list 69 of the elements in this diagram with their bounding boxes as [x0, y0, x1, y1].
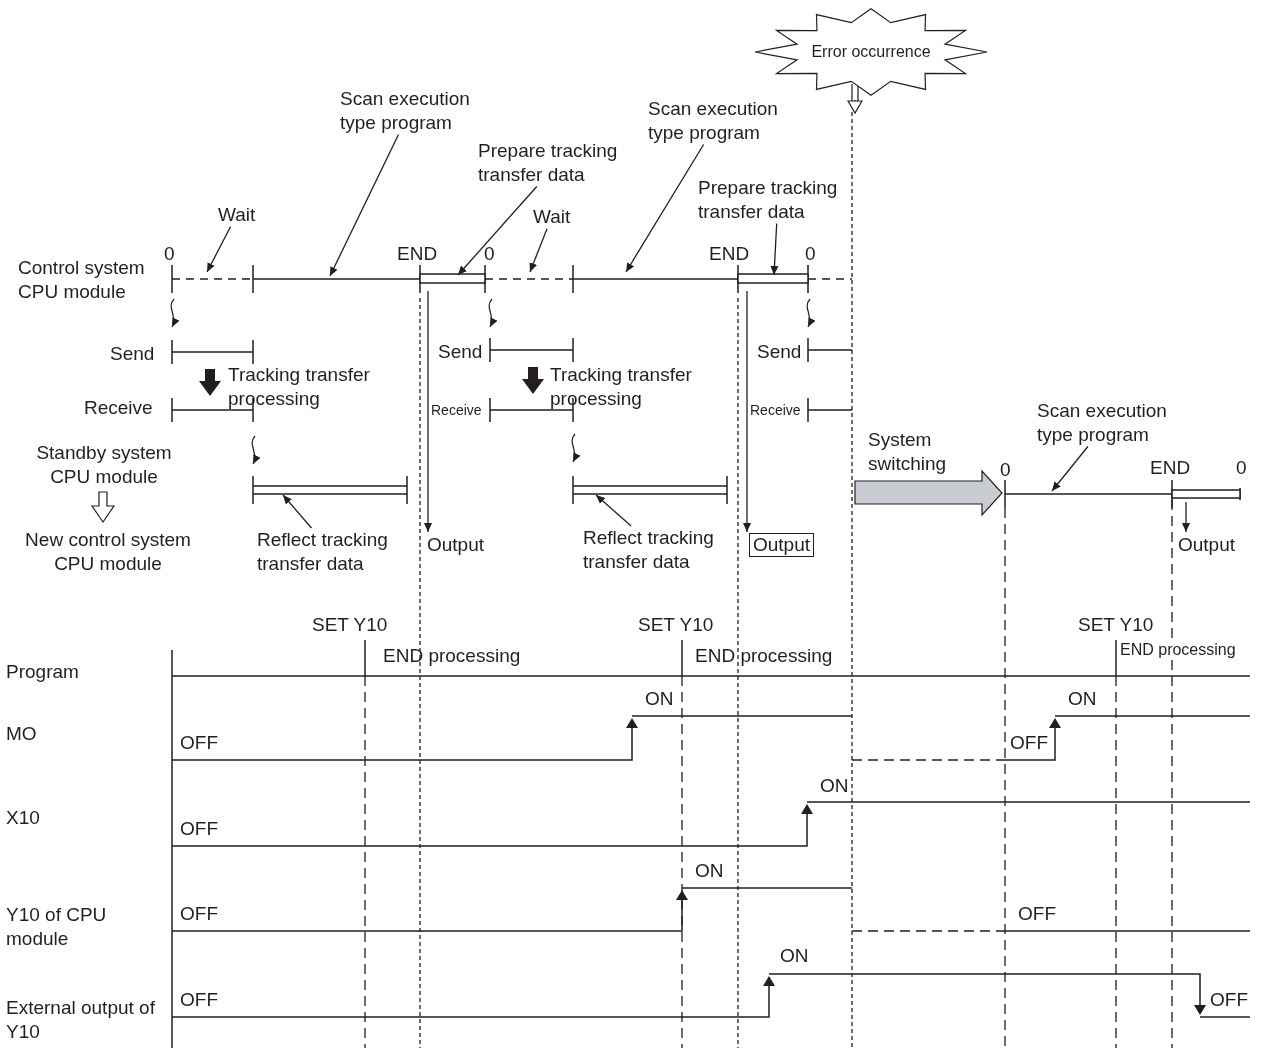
leader-line [595, 494, 632, 527]
step-marker: 0 [1236, 456, 1247, 480]
signal-name: Program [6, 660, 79, 684]
state-label: ON [780, 944, 809, 968]
row-label: Standby system CPU module [35, 441, 173, 489]
process-label: Tracking transfer processing [228, 363, 371, 411]
output-box: Output [749, 533, 815, 557]
transfer-label: Send [110, 342, 155, 366]
signal-name: X10 [6, 806, 40, 830]
arrow [424, 290, 432, 533]
state-label: ON [820, 774, 849, 798]
instruction-label: SET Y10 [312, 613, 388, 637]
signal-name: MO [6, 722, 37, 746]
step-marker: 0 [484, 242, 495, 266]
leader-line [329, 133, 400, 277]
state-label: OFF [180, 988, 218, 1012]
state-label: OFF [180, 817, 218, 841]
instruction-label: SET Y10 [638, 613, 714, 637]
annotation-text: Prepare tracking transfer data [478, 139, 638, 187]
annotation-text: Scan execution type program [648, 97, 788, 145]
annotation-text: Prepare tracking transfer data [698, 176, 858, 224]
step-marker: END [709, 242, 750, 266]
state-label: ON [645, 687, 674, 711]
transfer-label: Receive [750, 402, 801, 420]
transfer-label: Send [438, 340, 483, 364]
process-label: System switching [868, 428, 948, 476]
transfer-label: Receive [431, 402, 482, 420]
step-marker: 0 [805, 242, 816, 266]
annotation-text: Scan execution type program [340, 87, 480, 135]
state-label: OFF [1018, 902, 1056, 926]
starburst-callout: Error occurrence [755, 6, 987, 98]
step-marker: END [1150, 456, 1191, 480]
annotation-text: Reflect tracking transfer data [583, 526, 733, 574]
leader-line [457, 185, 538, 276]
step-marker: END [397, 242, 438, 266]
step-marker: 0 [1000, 458, 1011, 482]
process-label: END processing [695, 644, 833, 668]
leader-line [770, 222, 779, 276]
row-label: Control system CPU module [18, 256, 146, 304]
leader-line [529, 228, 548, 273]
arrow [1182, 501, 1190, 533]
annotation-text: Wait [218, 203, 256, 227]
output-label: Output [427, 533, 485, 557]
annotation-text: Wait [533, 205, 571, 229]
annotation-text: Scan execution type program [1037, 399, 1177, 447]
transfer-label: Send [757, 340, 802, 364]
state-label: OFF [1210, 988, 1248, 1012]
leader-line [1051, 445, 1089, 492]
process-label: END processing [383, 644, 521, 668]
annotation-text: Reflect tracking transfer data [257, 528, 407, 576]
process-label: Tracking transfer processing [550, 363, 693, 411]
signal-name: External output of Y10 [6, 996, 156, 1044]
state-label: OFF [180, 731, 218, 755]
output-label: Output [1178, 533, 1236, 557]
leader-line [282, 494, 313, 529]
state-label: ON [695, 859, 724, 883]
leader-line [625, 143, 705, 273]
transfer-label: Receive [84, 396, 153, 420]
instruction-label: SET Y10 [1078, 613, 1154, 637]
process-label: END processing [1120, 640, 1236, 660]
arrow [743, 290, 751, 533]
step-marker: 0 [164, 242, 175, 266]
state-label: ON [1068, 687, 1097, 711]
state-label: OFF [180, 902, 218, 926]
signal-name: Y10 of CPU module [6, 903, 108, 951]
hollow-arrow [847, 83, 863, 114]
leader-line [206, 226, 232, 273]
row-label: New control system CPU module [24, 528, 192, 576]
state-label: OFF [1010, 731, 1048, 755]
